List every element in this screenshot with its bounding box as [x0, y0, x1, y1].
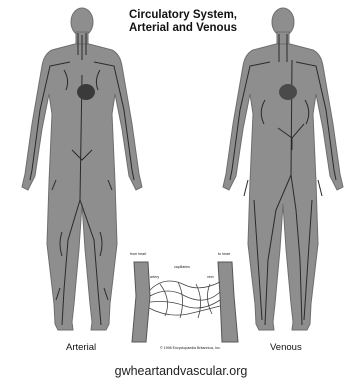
diagram-title: Circulatory System, Arterial and Venous	[118, 9, 248, 34]
venous-label: Venous	[270, 342, 302, 353]
capillary-bed	[149, 281, 220, 318]
title-line-2: Arterial and Venous	[118, 22, 248, 35]
to-heart-label: to heart	[218, 252, 230, 256]
vein-label: vein	[207, 275, 214, 279]
from-heart-label: from heart	[130, 252, 146, 256]
capillary-inset	[132, 262, 238, 342]
venous-body	[223, 8, 343, 330]
source-credit: gwheartandvascular.org	[0, 364, 362, 378]
arterial-heart	[77, 84, 95, 100]
copyright-note: © 1998 Encyclopaedia Britannica, Inc.	[160, 346, 221, 350]
capillaries-label: capillaries	[174, 265, 190, 269]
arterial-label: Arterial	[66, 342, 96, 353]
venous-heart	[279, 84, 297, 100]
artery-tube	[132, 262, 150, 342]
artery-label: artery	[150, 275, 159, 279]
vein-tube	[218, 262, 238, 342]
title-line-1: Circulatory System,	[118, 9, 248, 22]
